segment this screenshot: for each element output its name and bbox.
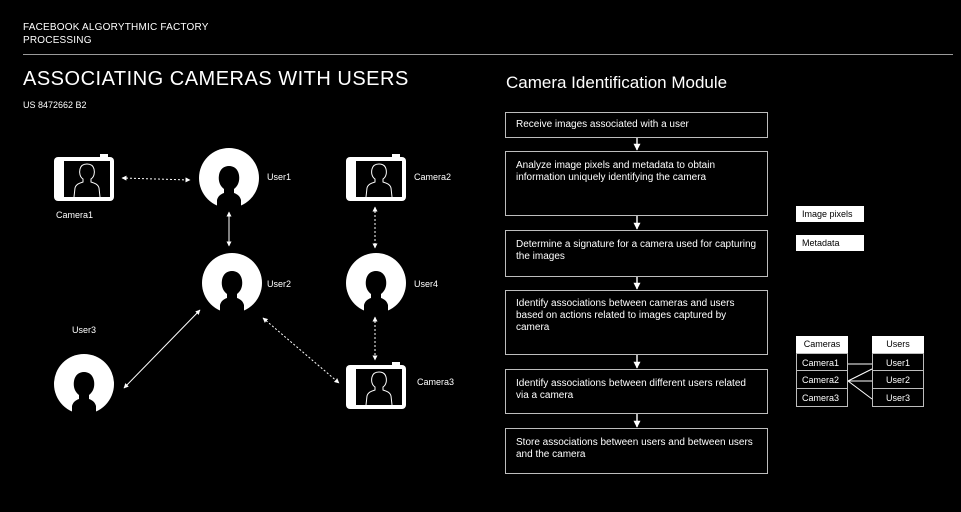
camera1-icon <box>53 153 115 202</box>
map-camera2-user1 <box>847 368 873 382</box>
map-camera2-user3 <box>847 380 873 400</box>
user3-label: User3 <box>72 325 97 335</box>
user3-icon <box>54 354 114 414</box>
user1-icon <box>199 148 259 208</box>
step-determine-signature: Determine a signature for a camera used … <box>505 230 768 277</box>
users-row-2: User2 <box>872 371 924 389</box>
patent-number: US 8472662 B2 <box>23 100 87 110</box>
camera1-label: Camera1 <box>56 210 94 220</box>
camera2-icon <box>345 153 407 202</box>
tag-image-pixels: Image pixels <box>796 206 864 222</box>
users-header: Users <box>872 336 924 353</box>
step-store-associations: Store associations between users and bet… <box>505 428 768 474</box>
user2-icon <box>202 253 262 313</box>
step-analyze-pixels: Analyze image pixels and metadata to obt… <box>505 151 768 216</box>
step-identify-user-user: Identify associations between different … <box>505 369 768 414</box>
camera3-icon <box>345 361 407 410</box>
cameras-row-3: Camera3 <box>796 389 848 407</box>
header-divider <box>23 54 953 55</box>
brand-line-2: PROCESSING <box>23 35 92 46</box>
brand-line-1: FACEBOOK ALGORYTHMIC FACTORY <box>23 22 209 33</box>
cameras-table: Cameras Camera1 Camera2 Camera3 <box>796 336 848 407</box>
link-user3-user2 <box>123 309 201 389</box>
camera3-label: Camera3 <box>417 377 455 387</box>
users-table: Users User1 User2 User3 <box>872 336 924 407</box>
module-title: Camera Identification Module <box>506 73 728 92</box>
user4-label: User4 <box>414 279 439 289</box>
link-camera1-user1 <box>121 175 191 183</box>
cameras-row-2: Camera2 <box>796 371 848 389</box>
user4-icon <box>346 253 406 313</box>
users-row-3: User3 <box>872 389 924 407</box>
camera2-label: Camera2 <box>414 172 452 182</box>
brand: FACEBOOK ALGORYTHMIC FACTORY PROCESSING <box>23 21 223 47</box>
cameras-row-1: Camera1 <box>796 353 848 371</box>
user1-label: User1 <box>267 172 292 182</box>
user2-label: User2 <box>267 279 292 289</box>
tag-metadata: Metadata <box>796 235 864 251</box>
users-row-1: User1 <box>872 353 924 371</box>
cameras-header: Cameras <box>796 336 848 353</box>
link-user2-camera3 <box>262 317 340 384</box>
page-title: ASSOCIATING CAMERAS WITH USERS <box>23 68 409 90</box>
step-identify-camera-user: Identify associations between cameras an… <box>505 290 768 355</box>
step-receive-images: Receive images associated with a user <box>505 112 768 138</box>
